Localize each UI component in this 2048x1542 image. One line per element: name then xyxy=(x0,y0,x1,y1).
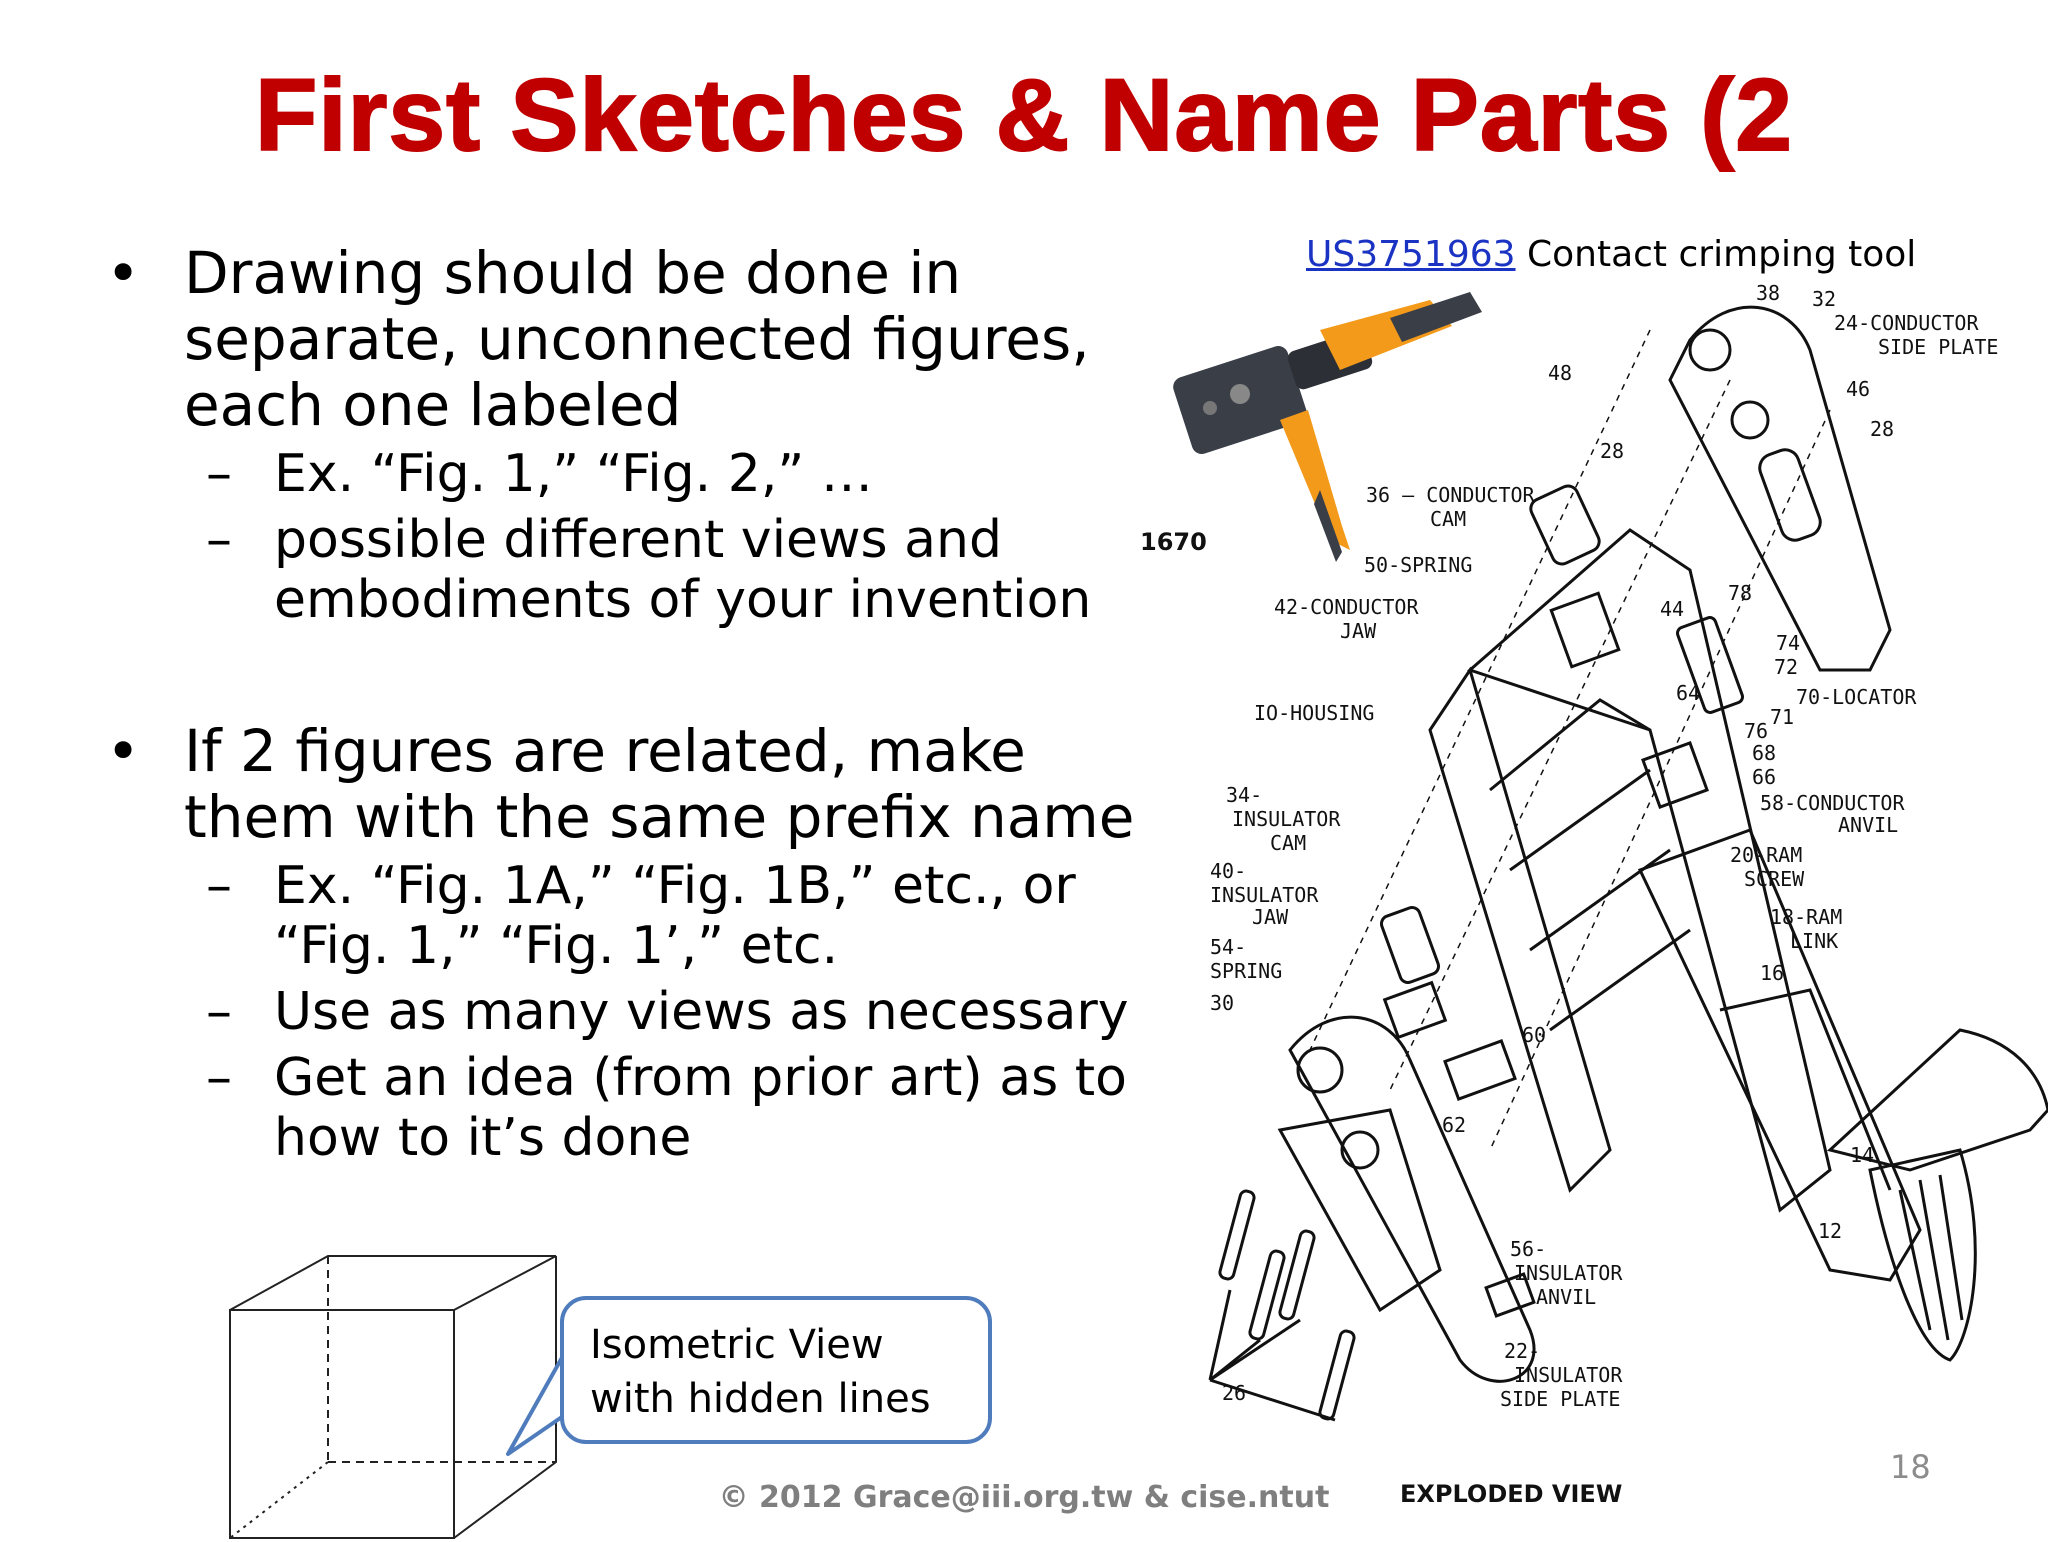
bullet-text: Drawing should be done in separate, unco… xyxy=(184,239,1090,439)
part-label: 22- xyxy=(1504,1339,1540,1363)
patent-caption-text: Contact crimping tool xyxy=(1527,234,1916,275)
sub-bullet-item: – Ex. “Fig. 1,” “Fig. 2,” … xyxy=(100,444,1180,504)
part-label: CAM xyxy=(1430,507,1466,531)
part-label: 78 xyxy=(1728,581,1752,605)
part-label: 64 xyxy=(1676,681,1700,705)
sub-bullet-item: – possible different views and embodimen… xyxy=(100,510,1180,630)
part-label: SPRING xyxy=(1210,959,1282,983)
part-label: 44 xyxy=(1660,597,1684,621)
bullet-item: • If 2 figures are related, make them wi… xyxy=(100,718,1180,850)
exploded-view-drawing: 1670 38 32 24-CONDUCTOR SIDE PLATE 48 46… xyxy=(1130,270,2048,1520)
product-code-label: 1670 xyxy=(1140,528,1207,556)
sub-bullet-item: – Use as many views as necessary xyxy=(100,982,1180,1042)
part-label: JAW xyxy=(1252,905,1289,929)
part-label: IO-HOUSING xyxy=(1254,701,1374,725)
part-label: 74 xyxy=(1776,631,1800,655)
part-label: 24-CONDUCTOR xyxy=(1834,311,1979,335)
dash-symbol: – xyxy=(206,982,232,1042)
part-label: ANVIL xyxy=(1536,1285,1596,1309)
callout-box: Isometric View with hidden lines xyxy=(560,1296,992,1444)
sub-bullet-item: – Ex. “Fig. 1A,” “Fig. 1B,” etc., or “Fi… xyxy=(100,856,1180,976)
part-label: INSULATOR xyxy=(1232,807,1341,831)
conductor-side-plate xyxy=(1670,307,1890,670)
part-label: 46 xyxy=(1846,377,1870,401)
part-label: 60 xyxy=(1522,1023,1546,1047)
part-label: 48 xyxy=(1548,361,1572,385)
part-label: 30 xyxy=(1210,991,1234,1015)
part-label: 14 xyxy=(1850,1143,1874,1167)
part-label: 58-CONDUCTOR xyxy=(1760,791,1905,815)
part-label: 20-RAM xyxy=(1730,843,1802,867)
part-label: SCREW xyxy=(1744,867,1805,891)
page-number: 18 xyxy=(1890,1448,1931,1486)
part-label: 12 xyxy=(1818,1219,1842,1243)
bullet-symbol: • xyxy=(106,240,140,306)
part-label: INSULATOR xyxy=(1210,883,1319,907)
part-label: 72 xyxy=(1774,655,1798,679)
part-label: INSULATOR xyxy=(1514,1261,1623,1285)
part-label: 56- xyxy=(1510,1237,1546,1261)
sub-bullet-text: Get an idea (from prior art) as to how t… xyxy=(274,1048,1127,1168)
part-label: 28 xyxy=(1870,417,1894,441)
sub-bullet-text: Ex. “Fig. 1,” “Fig. 2,” … xyxy=(274,444,873,504)
part-label: SIDE PLATE xyxy=(1500,1387,1620,1411)
sub-bullet-text: possible different views and embodiments… xyxy=(274,510,1091,630)
dash-symbol: – xyxy=(206,1048,232,1108)
part-label: 36 — CONDUCTOR xyxy=(1366,483,1536,507)
bullet-text: If 2 figures are related, make them with… xyxy=(184,717,1134,851)
part-label: 16 xyxy=(1760,961,1784,985)
footer-copyright: © 2012 Grace@iii.org.tw & cise.ntut xyxy=(0,1480,2048,1515)
patent-caption: US3751963 Contact crimping tool xyxy=(1306,234,1916,275)
part-label: 18-RAM xyxy=(1770,905,1842,929)
part-label: 32 xyxy=(1812,287,1836,311)
cube-top-face xyxy=(230,1256,556,1310)
part-label: 70-LOCATOR xyxy=(1796,685,1917,709)
part-label: CAM xyxy=(1270,831,1306,855)
part-label: 54- xyxy=(1210,935,1246,959)
part-label: JAW xyxy=(1340,619,1377,643)
dash-symbol: – xyxy=(206,510,232,570)
dash-symbol: – xyxy=(206,444,232,504)
part-label: 68 xyxy=(1752,741,1776,765)
part-label: ANVIL xyxy=(1838,813,1898,837)
part-label: LINK xyxy=(1790,929,1838,953)
bullet-symbol: • xyxy=(106,718,140,784)
patent-link[interactable]: US3751963 xyxy=(1306,234,1516,275)
part-label: 42-CONDUCTOR xyxy=(1274,595,1419,619)
part-label: INSULATOR xyxy=(1514,1363,1623,1387)
dash-symbol: – xyxy=(206,856,232,916)
part-label: 34- xyxy=(1226,783,1262,807)
bullet-list: • Drawing should be done in separate, un… xyxy=(100,240,1180,1168)
part-label: 62 xyxy=(1442,1113,1466,1137)
part-label: 38 xyxy=(1756,281,1780,305)
insulator-side-plate xyxy=(1290,1017,1534,1381)
part-label: 66 xyxy=(1752,765,1776,789)
part-label: 28 xyxy=(1600,439,1624,463)
slide-title: First Sketches & Name Parts (2 xyxy=(0,64,2048,166)
sub-bullet-item: – Get an idea (from prior art) as to how… xyxy=(100,1048,1180,1168)
part-label: SIDE PLATE xyxy=(1878,335,1998,359)
part-label: 71 xyxy=(1770,705,1794,729)
sub-bullet-text: Use as many views as necessary xyxy=(274,982,1129,1042)
part-label: 40- xyxy=(1210,859,1246,883)
part-label: 50-SPRING xyxy=(1364,553,1472,577)
part-label: 76 xyxy=(1744,719,1768,743)
bullet-item: • Drawing should be done in separate, un… xyxy=(100,240,1180,438)
part-label: 26 xyxy=(1222,1381,1246,1405)
sub-bullet-text: Ex. “Fig. 1A,” “Fig. 1B,” etc., or “Fig.… xyxy=(274,856,1076,976)
